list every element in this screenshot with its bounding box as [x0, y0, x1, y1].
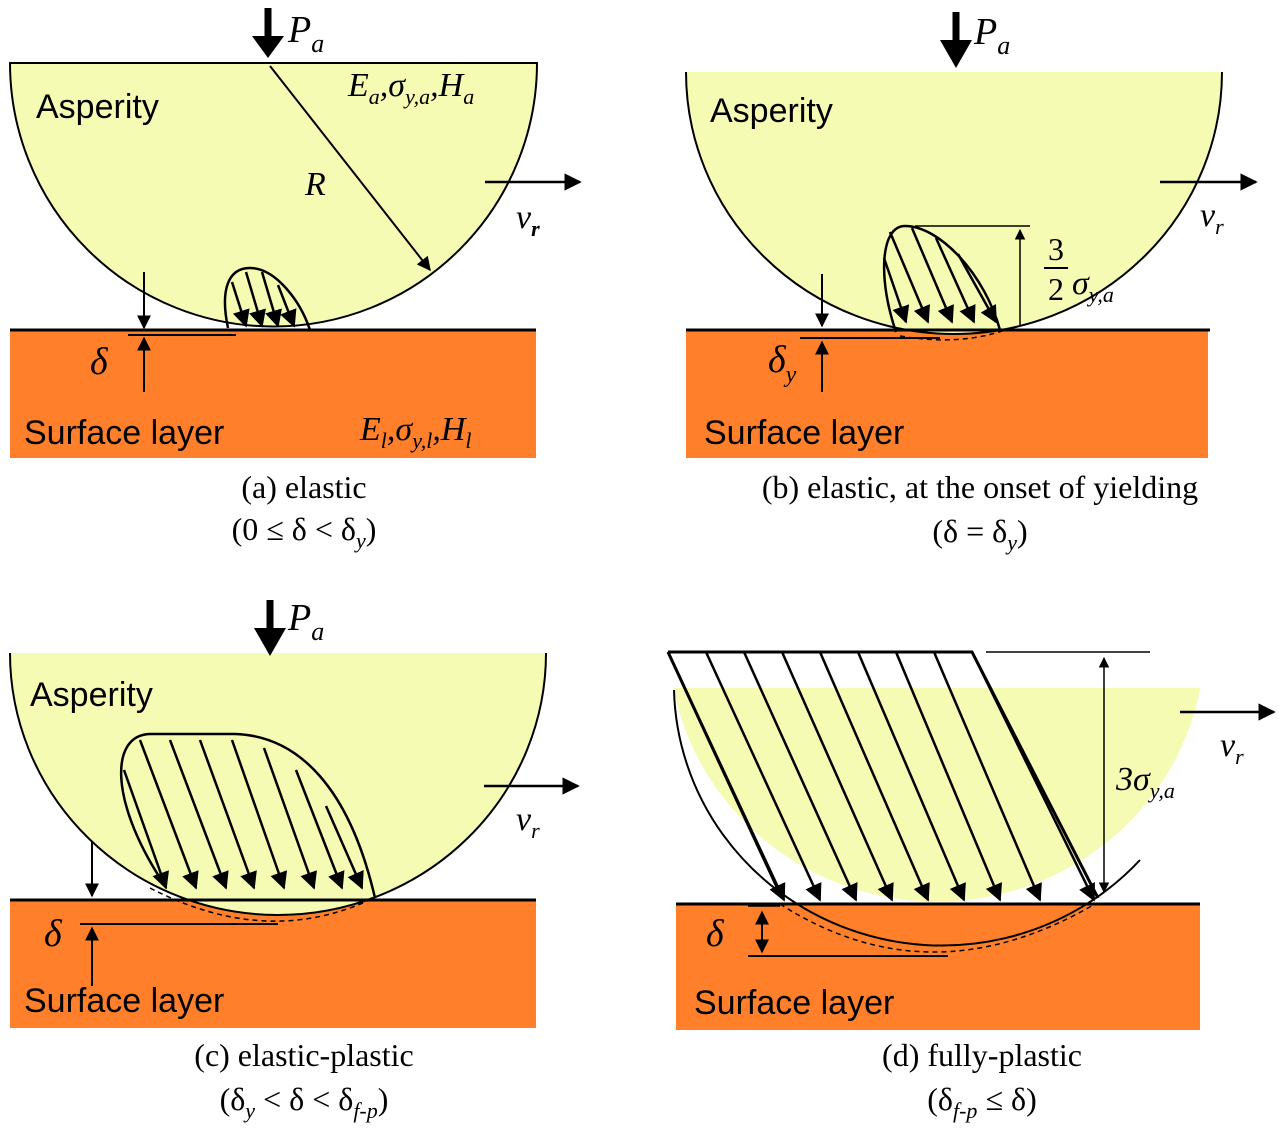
load-arrow-head	[252, 36, 284, 58]
asperity-outline	[673, 689, 1141, 947]
velocity-label: vr	[1220, 727, 1244, 769]
velocity-label: vr	[516, 801, 540, 843]
surface-layer-label: Surface layer	[704, 414, 904, 452]
velocity-label: vr	[1200, 197, 1224, 239]
pressure-arrows	[230, 271, 297, 328]
radius-label: R	[304, 166, 326, 203]
caption-c: (c) elastic-plastic	[194, 1037, 413, 1073]
pressure-distribution	[882, 224, 1002, 333]
pressure-arrows	[666, 651, 1096, 902]
asperity-label: Asperity	[30, 676, 153, 714]
condition-c: (δy < δ < δf-p)	[220, 1081, 389, 1123]
panel-b: Pa Asperity vr 3 2 σy,a δy Surface layer…	[685, 11, 1258, 555]
delta-label: δ	[90, 341, 109, 383]
surface-layer-label: Surface layer	[24, 982, 224, 1020]
three-sigma-label: 3σy,a	[1115, 761, 1175, 803]
asperity-label: Asperity	[710, 92, 833, 130]
velocity-label: vr	[516, 199, 540, 241]
fraction-numerator: 3	[1048, 231, 1064, 267]
pressure-arrows	[122, 739, 364, 890]
radius-arrow	[269, 65, 431, 272]
panel-a: Pa Asperity Ea,σy,a,Ha R vr δ Surface la…	[8, 8, 582, 553]
surface-layer-label: Surface layer	[694, 984, 894, 1022]
caption-d: (d) fully-plastic	[882, 1037, 1082, 1073]
load-arrow-head	[254, 628, 286, 656]
fraction-denominator: 2	[1048, 271, 1064, 307]
surface-layer-label: Surface layer	[24, 414, 224, 452]
pressure-distribution	[119, 732, 377, 899]
panel-c: Pa Asperity vr δ Surface layer (c) elast…	[9, 597, 580, 1123]
asperity-outline	[9, 652, 547, 916]
condition-a: (0 ≤ δ < δy)	[232, 511, 377, 553]
caption-b: (b) elastic, at the onset of yielding	[762, 469, 1198, 505]
sigma-yield-label: σy,a	[1072, 265, 1114, 307]
asperity-label: Asperity	[36, 88, 159, 126]
asperity-properties: Ea,σy,a,Ha	[347, 67, 474, 109]
delta-label: δ	[44, 913, 63, 955]
load-label: Pa	[287, 9, 324, 58]
pressure-distribution	[223, 266, 312, 331]
asperity-dome	[686, 72, 1222, 334]
contact-dashed-arc	[149, 887, 379, 922]
load-label: Pa	[973, 11, 1010, 60]
asperity-outline	[685, 71, 1223, 335]
contact-dashed-arc	[779, 903, 1096, 953]
delta-y-label: δy	[768, 339, 797, 388]
condition-b: (δ = δy)	[932, 513, 1027, 555]
delta-label: δ	[706, 913, 725, 955]
condition-d: (δf-p ≤ δ)	[927, 1081, 1036, 1123]
load-arrow-head	[940, 40, 972, 68]
panel-d: 3σy,a vr δ Surface layer (d) fully-plast…	[666, 650, 1276, 1123]
caption-a: (a) elastic	[241, 469, 366, 505]
surface-layer-block	[686, 330, 1208, 458]
surface-layer-block	[10, 330, 536, 458]
layer-properties: El,σy,l,Hl	[359, 411, 472, 453]
load-label: Pa	[287, 597, 324, 646]
pressure-arrows	[882, 227, 998, 324]
